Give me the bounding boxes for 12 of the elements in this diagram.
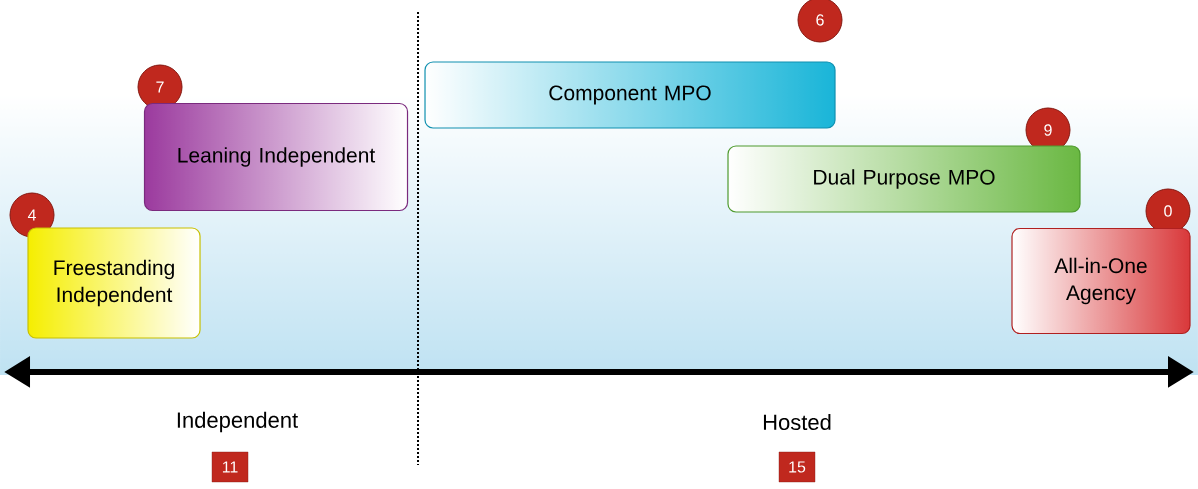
axis-label: Independent [177,411,298,433]
category-box: Freestanding Independent [27,227,201,339]
number-tag: 15 [778,451,816,483]
category-box: Component MPO [424,61,836,129]
number-badge: 6 [797,0,843,43]
axis-label: Hosted [763,413,831,431]
number-badge: 0 [1145,188,1191,234]
number-badge: 7 [137,64,183,110]
category-box: Leaning Independent [143,102,409,212]
number-tag: 11 [211,451,249,483]
category-box: Dual Purpose MPO [727,145,1081,213]
category-box: All-in-One Agency [1011,227,1191,335]
